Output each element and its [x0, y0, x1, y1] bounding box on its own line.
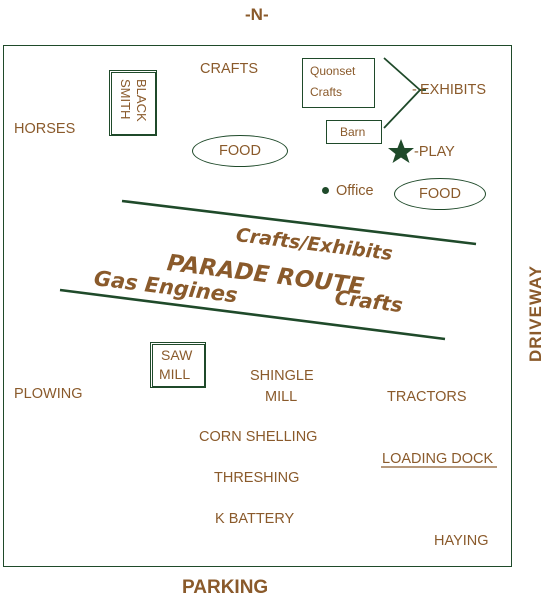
loading-dock-label: LOADING DOCK [382, 451, 494, 467]
blacksmith-label-line2: SMITH [118, 79, 133, 120]
crafts-area-label: CRAFTS [200, 61, 258, 77]
saw-mill-label-line1: SAW [161, 347, 193, 363]
fairground-boundary [3, 45, 512, 567]
blacksmith-building: BLACK SMITH [109, 70, 157, 136]
haying-area-label: HAYING [434, 533, 489, 549]
shingle-mill-label-line1: SHINGLE [250, 368, 314, 384]
driveway-label: DRIVEWAY [526, 264, 545, 362]
office-label: Office [336, 183, 374, 199]
corn-shelling-area-label: CORN SHELLING [199, 429, 318, 445]
quonset-label-line2: Crafts [310, 85, 343, 99]
blacksmith-label-line1: BLACK [134, 79, 149, 122]
food-area-left: FOOD [192, 135, 288, 167]
shingle-mill-label-line2: MILL [265, 389, 298, 405]
food-right-label: FOOD [419, 185, 461, 202]
barn-building: Barn [326, 120, 382, 144]
quonset-crafts-building: Quonset Crafts [302, 58, 375, 108]
parade-route-top-line [121, 199, 477, 246]
dot-icon [322, 187, 329, 194]
food-area-right: FOOD [394, 178, 486, 210]
threshing-area-label: THRESHING [214, 470, 300, 486]
plowing-area-label: PLOWING [14, 386, 83, 402]
star-icon [388, 139, 414, 163]
food-left-label: FOOD [219, 142, 261, 159]
k-battery-area-label: K BATTERY [215, 511, 295, 527]
exhibits-label: EXHIBITS [420, 82, 487, 98]
parking-label: PARKING [182, 577, 269, 598]
play-label: -PLAY [414, 144, 455, 160]
parade-route-bottom-line [59, 288, 446, 341]
quonset-label-line1: Quonset [310, 64, 356, 78]
horses-area-label: HORSES [14, 121, 76, 137]
compass-north: -N- [245, 5, 269, 24]
exhibits-dash: - [412, 82, 417, 98]
saw-mill-label-line2: MILL [159, 366, 191, 382]
saw-mill-building: SAW MILL [150, 342, 206, 388]
tractors-area-label: TRACTORS [387, 389, 467, 405]
barn-label: Barn [340, 125, 366, 139]
